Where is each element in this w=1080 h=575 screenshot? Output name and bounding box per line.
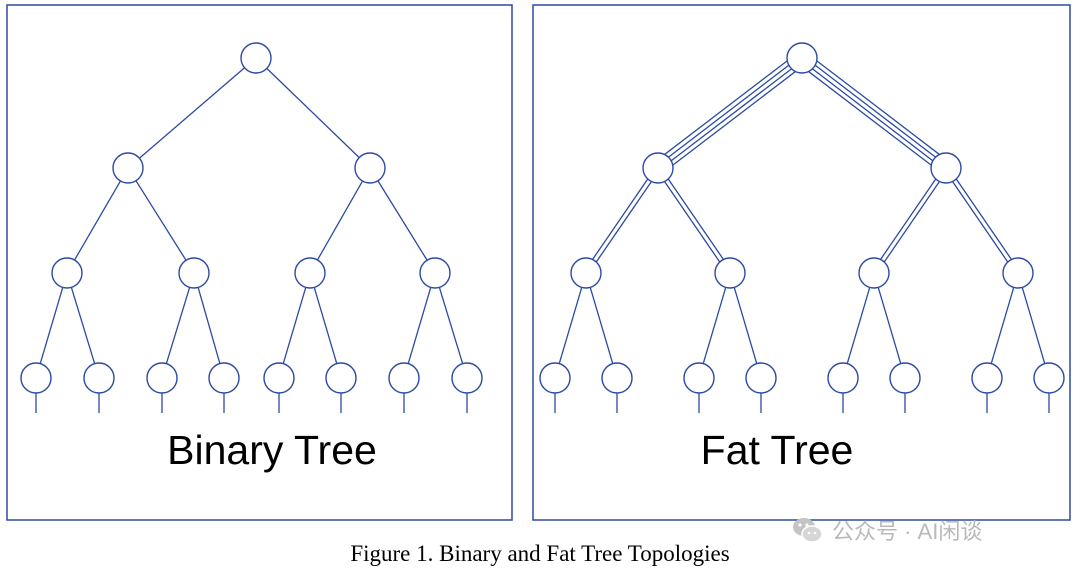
tree-link xyxy=(316,179,364,262)
tree-link xyxy=(664,60,788,155)
switch-node xyxy=(419,257,451,289)
leaf-node xyxy=(451,362,483,394)
tree-link xyxy=(877,285,902,366)
switch-node xyxy=(112,152,144,184)
tree-link xyxy=(846,285,871,366)
switch-node xyxy=(1002,257,1034,289)
tree-link xyxy=(376,179,429,262)
switch-node xyxy=(354,152,386,184)
leaf-node xyxy=(601,362,633,394)
leaf-node xyxy=(146,362,178,394)
tree-link xyxy=(594,180,653,264)
leaf-node xyxy=(539,362,571,394)
tree-link xyxy=(702,285,727,366)
leaf-node xyxy=(83,362,115,394)
tree-link xyxy=(990,285,1015,366)
leaf-node xyxy=(1033,362,1065,394)
switch-node xyxy=(240,42,272,74)
tree-link xyxy=(265,66,361,160)
tree-link xyxy=(666,177,725,261)
fat-tree-frame xyxy=(532,4,1071,521)
fat-tree-links xyxy=(554,60,1050,413)
tree-link xyxy=(879,177,938,261)
tree-link xyxy=(591,177,650,261)
switch-node xyxy=(51,257,83,289)
watermark: 公众号 · AI闲谈 xyxy=(790,513,982,547)
tree-link xyxy=(165,285,191,366)
tree-link xyxy=(663,180,722,264)
tree-link xyxy=(672,71,796,166)
switch-node xyxy=(930,152,962,184)
fat-tree-panel: Fat Tree xyxy=(532,4,1071,521)
figure-caption: Figure 1. Binary and Fat Tree Topologies xyxy=(350,541,730,566)
tree-link xyxy=(666,63,791,159)
watermark-text: 公众号 · AI闲谈 xyxy=(832,519,983,544)
leaf-node xyxy=(971,362,1003,394)
tree-link xyxy=(282,285,307,366)
tree-link xyxy=(669,67,794,163)
tree-link xyxy=(134,179,188,262)
leaf-node xyxy=(388,362,420,394)
leaf-node xyxy=(889,362,921,394)
binary-tree-panel: Binary Tree xyxy=(6,4,513,521)
tree-link xyxy=(438,285,464,366)
wechat-icon xyxy=(793,518,823,543)
tree-link xyxy=(558,285,583,366)
tree-link xyxy=(70,285,96,366)
leaf-node xyxy=(325,362,357,394)
leaf-node xyxy=(827,362,859,394)
switch-node xyxy=(714,257,746,289)
binary-tree-nodes xyxy=(20,42,483,394)
tree-link xyxy=(589,285,614,366)
fat-tree-nodes xyxy=(539,42,1065,394)
tree-link xyxy=(951,180,1010,264)
tree-link xyxy=(810,67,935,163)
tree-link xyxy=(1021,285,1046,366)
tree-link xyxy=(813,63,938,159)
switch-node xyxy=(642,152,674,184)
tree-link xyxy=(954,177,1013,261)
tree-link xyxy=(73,179,122,262)
tree-link xyxy=(816,60,940,155)
binary-tree-links xyxy=(35,66,468,413)
switch-node xyxy=(570,257,602,289)
fat-tree-title: Fat Tree xyxy=(701,427,854,473)
tree-link xyxy=(197,285,221,366)
leaf-node xyxy=(20,362,52,394)
tree-link xyxy=(882,180,941,264)
tree-link xyxy=(733,285,758,366)
leaf-node xyxy=(263,362,295,394)
tree-link xyxy=(407,285,432,366)
tree-link xyxy=(808,71,932,166)
leaf-node xyxy=(208,362,240,394)
leaf-node xyxy=(745,362,777,394)
binary-tree-title: Binary Tree xyxy=(167,427,377,473)
leaf-node xyxy=(683,362,715,394)
switch-node xyxy=(178,257,210,289)
switch-node xyxy=(858,257,890,289)
switch-node xyxy=(786,42,818,74)
tree-link xyxy=(313,285,338,366)
switch-node xyxy=(294,257,326,289)
tree-link xyxy=(137,66,247,160)
tree-link xyxy=(39,285,64,366)
